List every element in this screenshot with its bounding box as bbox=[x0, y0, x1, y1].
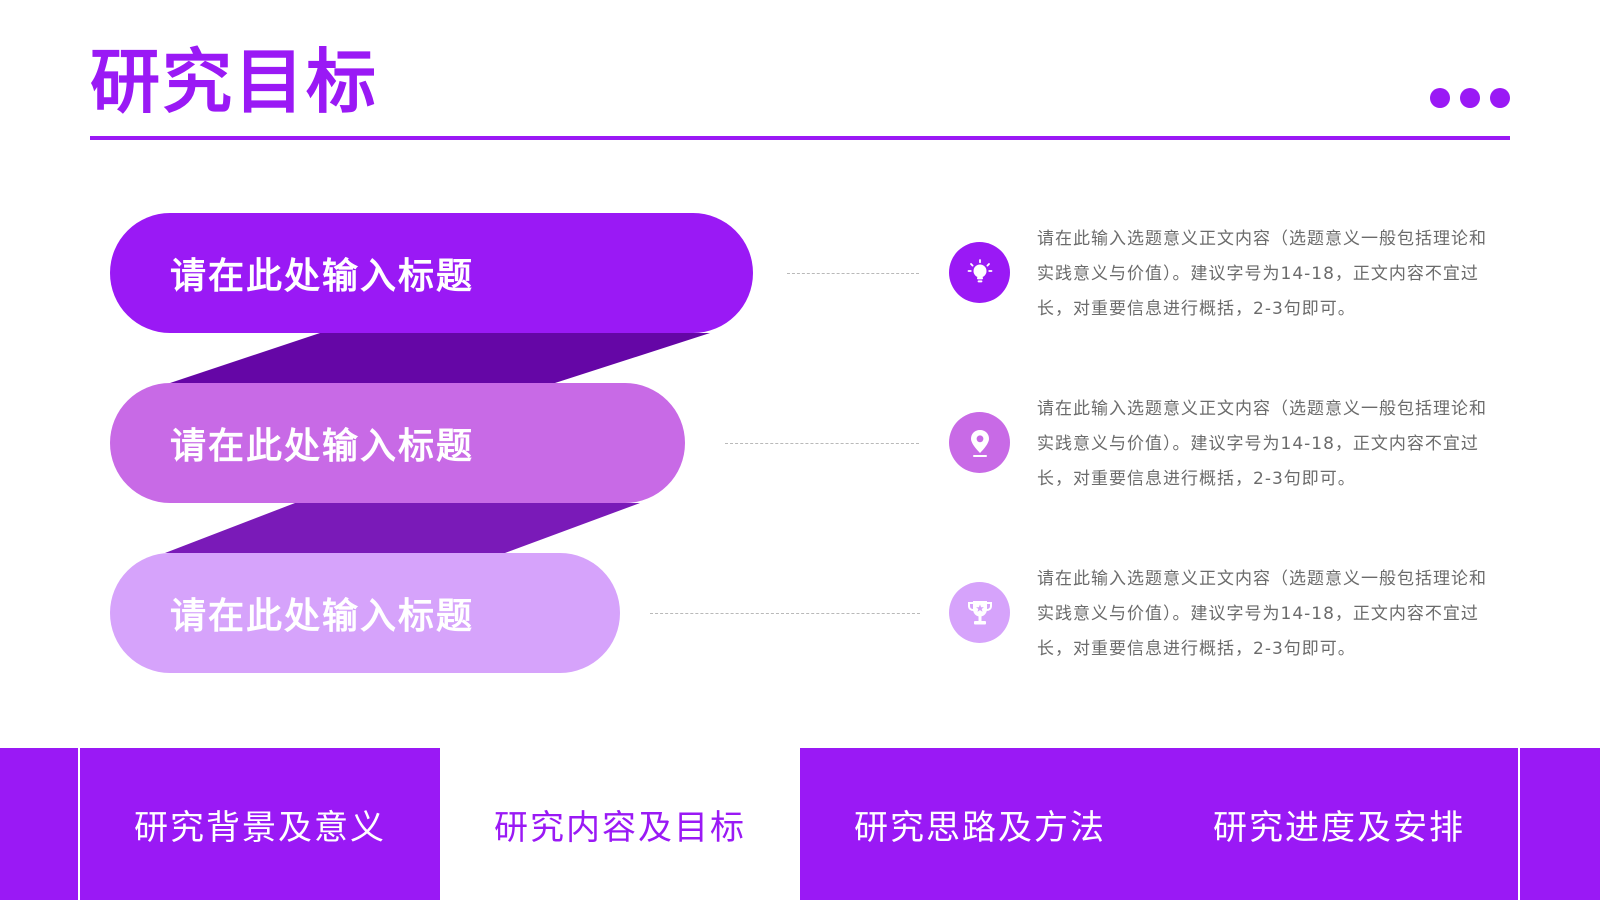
ribbon-fold-2 bbox=[165, 503, 640, 553]
tab-research-content[interactable]: 研究内容及目标 bbox=[440, 748, 800, 900]
connector-line-3 bbox=[650, 613, 920, 614]
tab-research-schedule[interactable]: 研究进度及安排 bbox=[1160, 748, 1518, 900]
dot bbox=[1430, 88, 1450, 108]
connector-line-2 bbox=[725, 443, 919, 444]
title-pill-3-label: 请在此处输入标题 bbox=[170, 596, 475, 637]
nav-edge-right bbox=[1518, 748, 1600, 900]
page-title: 研究目标 bbox=[90, 41, 378, 123]
title-pill-1-label: 请在此处输入标题 bbox=[170, 256, 475, 297]
description-text-3: 请在此输入选题意义正文内容（选题意义一般包括理论和实践意义与价值）。建议字号为1… bbox=[1037, 569, 1487, 659]
tab-research-method[interactable]: 研究思路及方法 bbox=[800, 748, 1160, 900]
dot bbox=[1460, 88, 1480, 108]
nav-edge-left bbox=[0, 748, 80, 900]
connector-line-1 bbox=[787, 273, 919, 274]
trophy-icon bbox=[949, 582, 1010, 643]
lightbulb-icon bbox=[949, 242, 1010, 303]
description-text-1: 请在此输入选题意义正文内容（选题意义一般包括理论和实践意义与价值）。建议字号为1… bbox=[1037, 229, 1487, 319]
title-pill-3[interactable]: 请在此处输入标题 bbox=[110, 553, 620, 673]
dot bbox=[1490, 88, 1510, 108]
tab-research-background[interactable]: 研究背景及意义 bbox=[80, 748, 440, 900]
description-text-2: 请在此输入选题意义正文内容（选题意义一般包括理论和实践意义与价值）。建议字号为1… bbox=[1037, 399, 1487, 489]
title-pill-2-label: 请在此处输入标题 bbox=[170, 426, 475, 467]
title-pill-2[interactable]: 请在此处输入标题 bbox=[110, 383, 685, 503]
location-pin-icon bbox=[949, 412, 1010, 473]
bottom-nav: 研究背景及意义 研究内容及目标 研究思路及方法 研究进度及安排 bbox=[0, 748, 1600, 900]
title-pill-1[interactable]: 请在此处输入标题 bbox=[110, 213, 753, 333]
ribbon-fold-1 bbox=[170, 333, 710, 383]
more-dots-icon bbox=[1430, 88, 1514, 108]
title-divider bbox=[90, 136, 1510, 140]
